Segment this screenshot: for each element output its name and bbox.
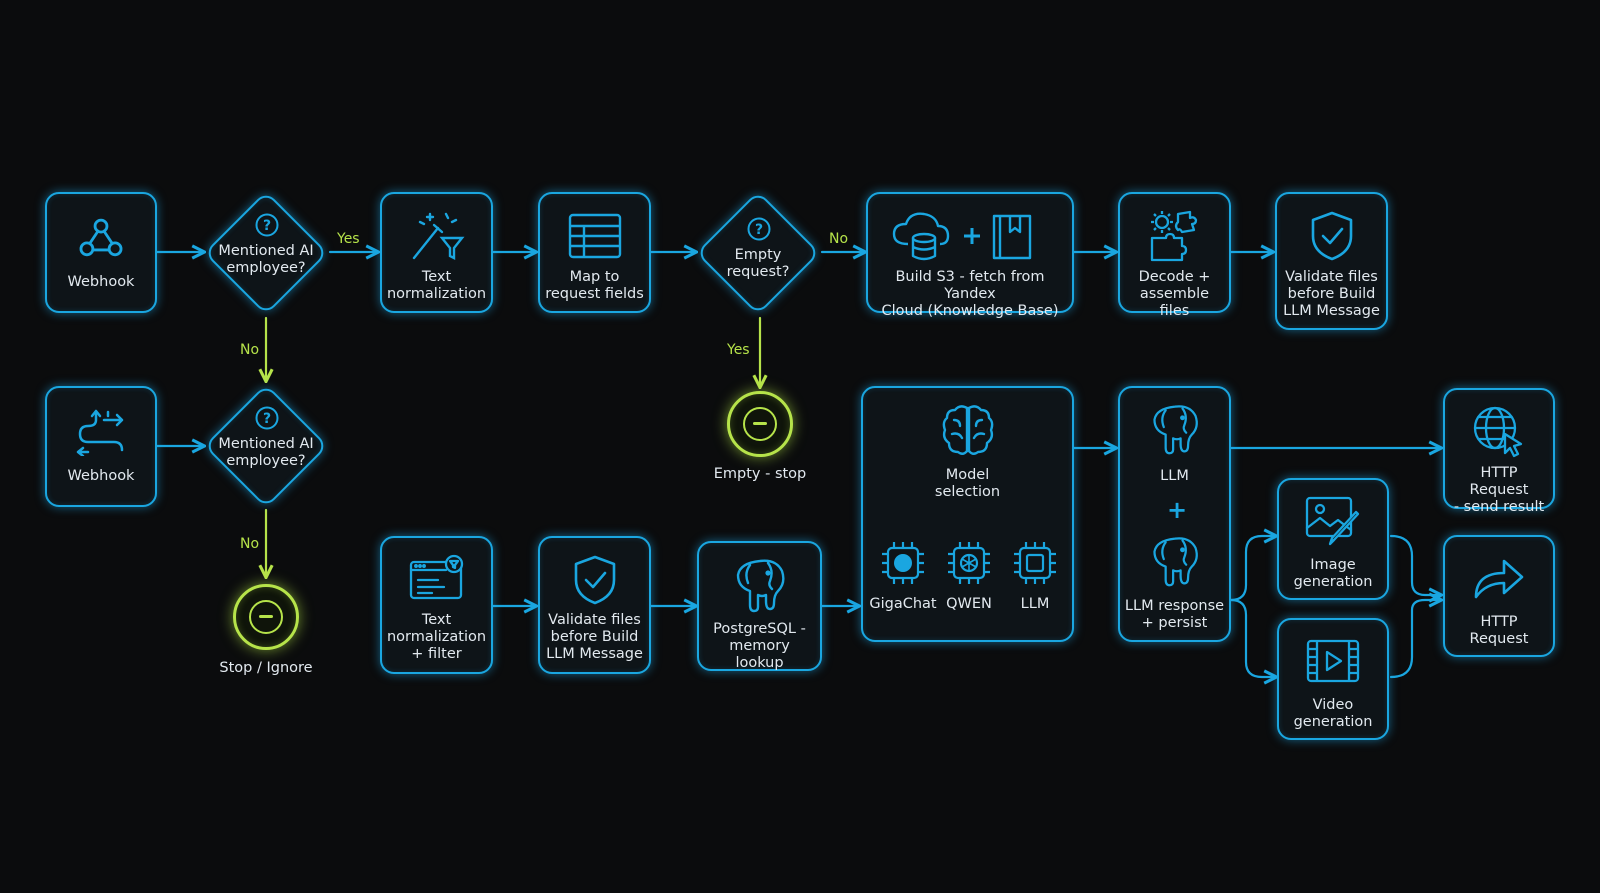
question-icon: ? (747, 217, 771, 241)
video-generation-node[interactable]: Video generation (1277, 618, 1389, 740)
postgresql-elephant-icon (1152, 405, 1198, 455)
image-brush-icon (1305, 496, 1360, 546)
chip-icon (1014, 542, 1056, 584)
text-normalization-label: Text normalization (386, 269, 487, 302)
svg-text:?: ? (755, 222, 763, 238)
build-s3-label: Build S3 - fetch from Yandex Cloud (Know… (881, 269, 1059, 319)
webhook-label: Webhook (67, 468, 135, 484)
decision-mentioned-ai-2[interactable]: ? Mentioned AI employee? (203, 383, 330, 510)
table-icon (568, 213, 621, 259)
model-selection-label: Model selection (934, 467, 1001, 500)
webhook-label: Webhook (67, 274, 135, 290)
browser-filter-icon (409, 554, 463, 600)
webhook-node-1[interactable]: Webhook (45, 192, 157, 313)
webhook-node-2[interactable]: Webhook (45, 386, 157, 507)
decode-assemble-node[interactable]: Decode + assemble files (1118, 192, 1231, 319)
film-play-icon (1306, 639, 1360, 683)
postgresql-memory-node[interactable]: PostgreSQL - memory lookup (697, 541, 822, 671)
share-arrow-icon (1474, 559, 1524, 599)
svg-text:?: ? (263, 411, 271, 427)
edge-label-yes-empty: Yes (727, 342, 750, 358)
text-normalization-filter-label: Text normalization + filter (386, 612, 487, 662)
cloud-database-book-icon (892, 212, 1032, 261)
edge-imagegen-httpreq (1389, 534, 1440, 595)
image-generation-node[interactable]: Image generation (1277, 478, 1389, 600)
llm-label: LLM (1160, 468, 1189, 484)
stop-ignore-node[interactable] (233, 584, 299, 650)
shield-check-icon (1311, 211, 1352, 261)
brain-icon (942, 405, 993, 455)
question-icon: ? (255, 406, 279, 430)
validate-files-node-1[interactable]: Validate files before Build LLM Message (1275, 192, 1388, 330)
validate-files-node-2[interactable]: Validate files before Build LLM Message (538, 536, 651, 674)
build-s3-node[interactable]: Build S3 - fetch from Yandex Cloud (Know… (866, 192, 1074, 319)
model-option-qwen[interactable]: QWEN (935, 538, 1003, 612)
edge-label-yes: Yes (337, 231, 360, 247)
decision-label: Mentioned AI employee? (218, 243, 314, 276)
magic-wand-filter-icon (412, 212, 464, 260)
plus-sign: + (1167, 496, 1188, 524)
route-arrows-icon (76, 409, 124, 456)
postgresql-elephant-icon (736, 559, 785, 613)
decision-empty-request[interactable]: ? Empty request? (695, 190, 822, 317)
edge-label-no-2: No (240, 536, 260, 552)
edge-llmresp-imagegen (1229, 536, 1275, 602)
text-normalization-node[interactable]: Text normalization (380, 192, 493, 313)
decision-label: Empty request? (726, 247, 790, 280)
http-request-send-label: HTTP Request - send result (1453, 465, 1545, 515)
stop-ignore-label: Stop / Ignore (219, 660, 313, 676)
http-request-send-node[interactable]: HTTP Request - send result (1443, 388, 1555, 515)
svg-text:?: ? (263, 218, 271, 234)
http-request-label: HTTP Request (1469, 614, 1529, 647)
empty-stop-label: Empty - stop (713, 466, 807, 482)
shield-check-icon (574, 555, 615, 605)
validate-files-label: Validate files before Build LLM Message (546, 612, 643, 662)
model-selection-node[interactable]: Model selection GigaChat QWEN (861, 386, 1074, 642)
validate-files-label: Validate files before Build LLM Message (1283, 269, 1380, 319)
model-option-llm[interactable]: LLM (1001, 538, 1069, 612)
chip-openai-icon (948, 542, 990, 584)
stop-icon (743, 407, 777, 441)
edge-videogen-httpreq (1389, 600, 1440, 679)
postgresql-elephant-icon (1152, 537, 1198, 587)
map-fields-node[interactable]: Map to request fields (538, 192, 651, 313)
empty-stop-node[interactable] (727, 391, 793, 457)
decision-mentioned-ai-1[interactable]: ? Mentioned AI employee? (203, 190, 330, 317)
image-generation-label: Image generation (1293, 557, 1373, 590)
video-generation-label: Video generation (1293, 697, 1373, 730)
http-request-node[interactable]: HTTP Request (1443, 535, 1555, 657)
chip-icon (882, 542, 924, 584)
edge-label-no: No (240, 342, 260, 358)
edge-llmresp-videogen (1229, 598, 1275, 677)
decision-label: Mentioned AI employee? (218, 436, 314, 469)
globe-cursor-icon (1473, 406, 1523, 458)
edge-label-no-empty: No (829, 231, 849, 247)
model-option-gigachat[interactable]: GigaChat (869, 538, 937, 612)
map-fields-label: Map to request fields (545, 269, 644, 302)
text-normalization-filter-node[interactable]: Text normalization + filter (380, 536, 493, 674)
webhook-icon (79, 218, 123, 257)
stop-icon (249, 600, 283, 634)
question-icon: ? (255, 213, 279, 237)
decode-assemble-label: Decode + assemble files (1138, 269, 1211, 319)
postgresql-memory-label: PostgreSQL - memory lookup (713, 621, 806, 671)
model-option-label: QWEN (946, 596, 992, 612)
gears-puzzle-icon (1150, 210, 1197, 262)
llm-response-label: LLM response + persist (1124, 598, 1225, 631)
model-option-label: LLM (1020, 596, 1050, 612)
llm-response-node[interactable]: LLM + LLM response + persist (1118, 386, 1231, 642)
model-option-label: GigaChat (869, 596, 937, 612)
